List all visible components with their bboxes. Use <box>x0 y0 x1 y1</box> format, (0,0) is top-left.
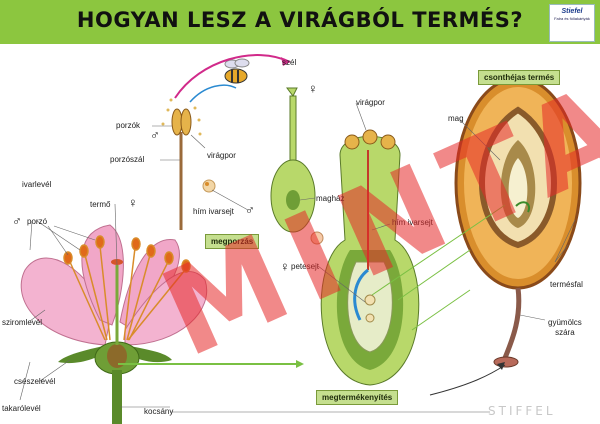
label-anthers: porzók <box>116 121 141 130</box>
flower-ovary <box>107 344 127 368</box>
female-symbol-icon: ♀ <box>280 259 290 274</box>
label-egg-cell: petesejt <box>291 262 320 271</box>
label-flower-stalk: kocsány <box>144 407 174 416</box>
leader-lines <box>19 102 576 413</box>
footer-brand: STIFFEL <box>488 404 556 418</box>
pollen-arrow <box>189 84 237 103</box>
label-drupe: csonthéjas termés <box>478 70 561 85</box>
label-seed: mag <box>448 114 464 123</box>
fertilisation-pistil <box>320 129 420 386</box>
petal-right <box>124 271 208 346</box>
pistil-enlarged <box>270 87 324 245</box>
male-symbol-icon: ♂ <box>150 127 160 142</box>
label-male-gamete-2: hím ivarsejt <box>392 218 433 227</box>
logo-tagline: Falra és fóliakártyák <box>554 16 590 21</box>
drupe-fruit <box>454 76 582 368</box>
label-bract: takarólevél <box>2 404 41 413</box>
label-pollen-2: virágpor <box>356 98 385 107</box>
label-filament: porzószál <box>110 155 145 164</box>
label-sepal: csészelevél <box>14 377 56 386</box>
sepal-left <box>58 345 110 364</box>
label-fertilisation: megtermékenyítés <box>316 390 399 405</box>
title-bar <box>0 0 600 44</box>
label-fruit-stalk: gyümölcs szára <box>548 318 582 337</box>
stamens <box>63 235 191 341</box>
label-pollination: megporzás <box>205 234 260 249</box>
label-pollen-1: virágpor <box>207 151 236 160</box>
stamen-enlarged <box>161 98 216 230</box>
flower-illustration <box>20 224 208 424</box>
page-title: HOGYAN LESZ A VIRÁGBÓL TERMÉS? <box>76 8 524 32</box>
wind-arrow <box>174 54 291 99</box>
female-symbol-icon: ♀ <box>128 195 138 210</box>
bee-icon <box>224 58 250 84</box>
logo-brand: Stiefel <box>561 8 583 15</box>
label-ovary: magház <box>316 194 345 203</box>
label-sex-organ: ivarlevél <box>22 180 52 189</box>
label-stamen: porzó <box>27 217 48 226</box>
flower-stalk <box>112 370 122 424</box>
label-male-gamete-1: hím ivarsejt <box>193 207 234 216</box>
male-symbol-icon: ♂ <box>12 213 22 228</box>
label-petal: sziromlevél <box>2 318 43 327</box>
fruit-link-lines <box>371 204 506 331</box>
fruit-arrow <box>429 364 506 396</box>
male-symbol-icon: ♂ <box>245 202 255 217</box>
label-fruit-wall: termésfal <box>550 280 583 289</box>
label-pistil: termő <box>90 200 111 209</box>
publisher-logo: Stiefel Falra és fóliakártyák <box>549 4 595 42</box>
label-wind: szél <box>282 58 297 67</box>
female-symbol-icon: ♀ <box>308 81 318 96</box>
